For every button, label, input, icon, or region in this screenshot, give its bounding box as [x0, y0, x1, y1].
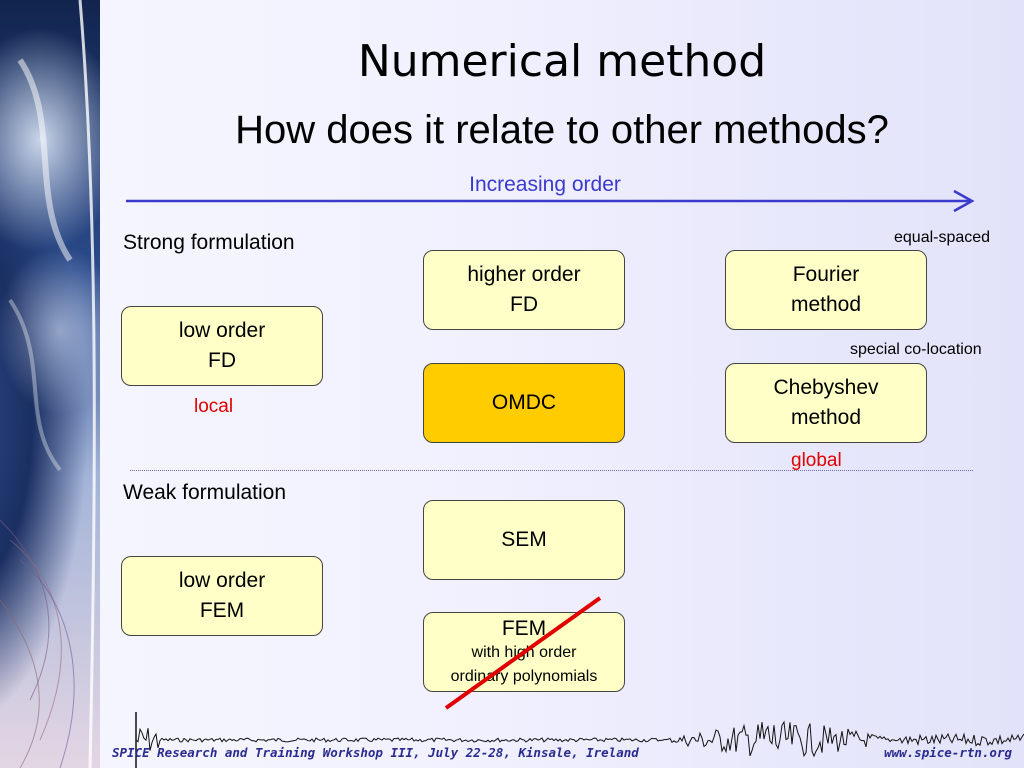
higher-order-fd-box: higher order FD: [423, 250, 625, 330]
sem-box: SEM: [423, 500, 625, 580]
box-line: Fourier: [792, 262, 860, 286]
fem-strikeout-line: [444, 596, 602, 710]
slide-title: Numerical method: [357, 36, 767, 87]
box-line: FD: [208, 349, 236, 372]
box-line: higher order: [467, 262, 581, 286]
formulation-divider: [130, 470, 973, 471]
fourier-method-box: Fourier method: [725, 250, 927, 330]
strong-formulation-label: Strong formulation: [123, 231, 295, 254]
box-line: FEM: [501, 617, 547, 641]
box-line: method: [790, 406, 862, 429]
special-colocation-note: special co-location: [850, 341, 982, 358]
earth-image: [0, 0, 100, 768]
global-note: global: [791, 450, 842, 471]
box-line: low order: [178, 318, 266, 342]
chebyshev-method-box: Chebyshev method: [725, 363, 927, 443]
seismogram-trace: [135, 712, 1024, 768]
box-line: low order: [178, 568, 266, 592]
increasing-order-label: Increasing order: [469, 173, 621, 196]
slide-subtitle: How does it relate to other methods?: [235, 108, 889, 152]
low-order-fd-box: low order FD: [121, 306, 323, 386]
local-note: local: [194, 396, 234, 417]
weak-formulation-label: Weak formulation: [123, 481, 287, 504]
box-line: method: [790, 293, 862, 316]
box-line: SEM: [501, 527, 547, 551]
omdc-box: OMDC: [423, 363, 625, 443]
box-line: OMDC: [491, 390, 557, 414]
box-line: FD: [510, 293, 538, 316]
footer-website-link[interactable]: www.spice-rtn.org: [884, 745, 1012, 760]
increasing-order-arrow: [126, 189, 975, 213]
low-order-fem-box: low order FEM: [121, 556, 323, 636]
equal-spaced-note: equal-spaced: [894, 229, 991, 246]
box-line: FEM: [199, 599, 245, 622]
box-line: Chebyshev: [773, 375, 879, 399]
earth-swirls: [0, 0, 96, 768]
footer-workshop-text: SPICE Research and Training Workshop III…: [112, 745, 639, 760]
